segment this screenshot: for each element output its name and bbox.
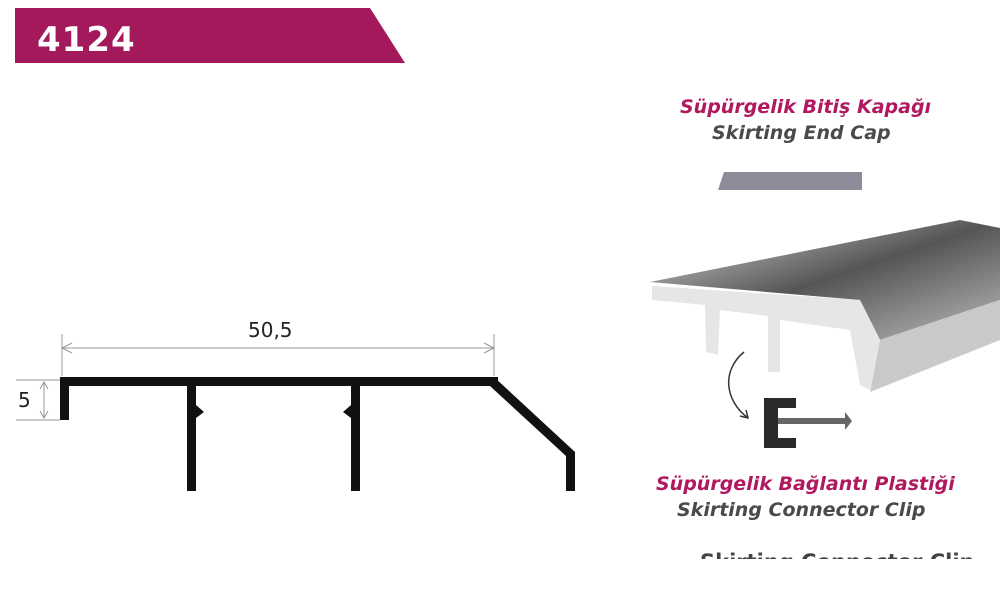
width-dimension-line — [60, 334, 496, 376]
end-cap-label-tr: Süpürgelik Bitiş Kapağı — [680, 96, 932, 118]
width-dimension-label: 50,5 — [248, 318, 293, 342]
height-dimension-label: 5 — [18, 388, 31, 412]
product-code: 4124 — [37, 20, 136, 60]
product-code-banner: 4124 — [15, 8, 405, 63]
profile-section — [60, 377, 575, 491]
end-cap-label-en: Skirting End Cap — [712, 122, 891, 144]
cropped-repeat-label: Skirting Connector Clip — [700, 545, 975, 559]
end-cap-image — [718, 172, 862, 190]
curved-arrow-icon — [728, 351, 749, 419]
connector-clip-label-tr: Süpürgelik Bağlantı Plastiği — [656, 473, 955, 495]
banner-shape — [15, 8, 405, 63]
connector-clip-image — [764, 398, 852, 448]
connector-clip-label-en: Skirting Connector Clip — [677, 499, 926, 521]
height-dimension-line — [16, 379, 60, 421]
skirting-profile-image — [650, 220, 1000, 392]
